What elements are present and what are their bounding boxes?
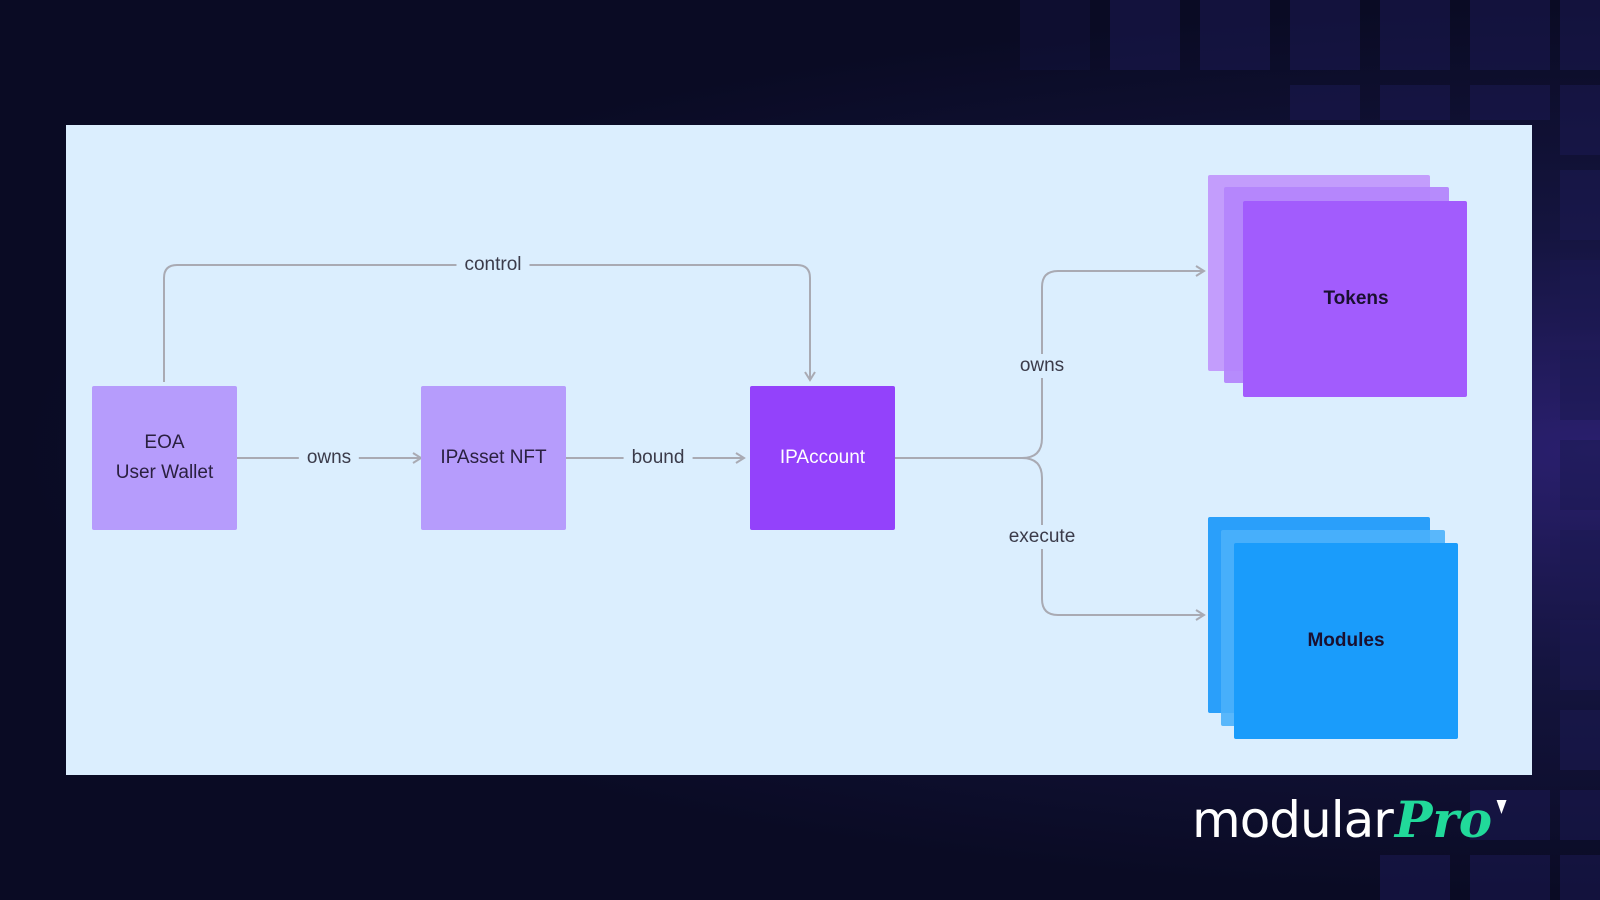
edge-owns-tokens-line xyxy=(1021,265,1206,459)
node-ipasset-nft: IPAsset NFT xyxy=(421,386,566,530)
node-eoa-label: EOA User Wallet xyxy=(115,432,214,483)
node-ipaccount-label: IPAccount xyxy=(779,447,866,468)
diagram-panel: EOA User Wallet IPAsset NFT IPAccount To… xyxy=(66,125,1532,775)
edge-bound-label: bound xyxy=(623,446,693,470)
edge-owns-asset-label: owns xyxy=(298,446,360,470)
modularpro-logo: modular Pro xyxy=(1192,790,1507,850)
node-modules-label: Modules xyxy=(1307,630,1385,651)
node-eoa-user-wallet: EOA User Wallet xyxy=(92,386,237,530)
logo-main-text: modular xyxy=(1192,791,1394,849)
edge-control-line xyxy=(163,264,816,382)
node-ipaccount: IPAccount xyxy=(750,386,895,530)
edge-owns-tokens-label: owns xyxy=(1011,354,1073,378)
tokens-stack-front xyxy=(1243,201,1467,397)
node-tokens-label: Tokens xyxy=(1323,288,1389,309)
logo-accent-text: Pro xyxy=(1394,790,1493,849)
edge-execute-line xyxy=(1021,457,1206,621)
edge-control-label: control xyxy=(456,253,530,277)
edge-execute-label: execute xyxy=(1000,525,1084,549)
modules-stack-front xyxy=(1234,543,1458,739)
node-ipasset-label: IPAsset NFT xyxy=(440,447,547,468)
